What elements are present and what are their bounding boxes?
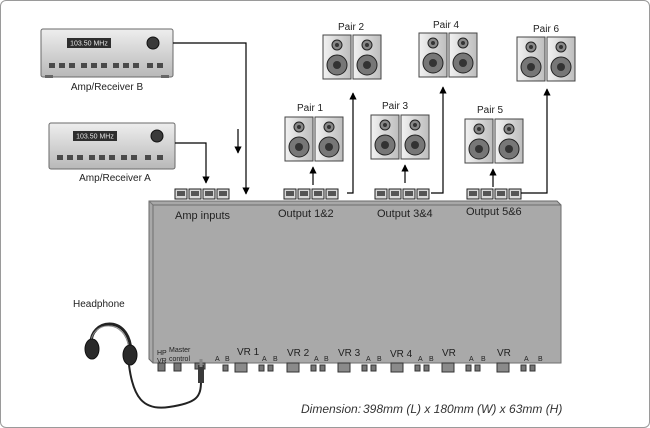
pair-4-label: Pair 4 — [433, 20, 460, 31]
vr4-label: VR 4 — [390, 349, 413, 360]
terminal-blocks — [174, 188, 522, 200]
speaker-pair-1-icon — [284, 116, 344, 162]
speaker-pair-3-icon — [370, 114, 430, 160]
switch-b-label: B — [481, 356, 486, 363]
speaker-pair-6-icon — [516, 36, 576, 82]
receiver-a-display: 103.50 MHz — [76, 134, 114, 141]
headphone-cable — [128, 364, 202, 409]
switch-a-label: A — [366, 356, 371, 363]
switch-a-label: A — [215, 356, 220, 363]
receiver-b-label: Amp/Receiver B — [71, 82, 144, 93]
vr6-label: VR — [497, 348, 511, 359]
headphone-plug-icon — [198, 359, 204, 383]
switch-b-label: B — [377, 356, 382, 363]
output-wires — [309, 86, 551, 194]
switch-a-label: A — [262, 356, 267, 363]
pair-2-label: Pair 2 — [338, 22, 365, 33]
speaker-pairs — [284, 32, 576, 164]
speaker-pair-4-icon — [418, 32, 478, 78]
vr3-label: VR 3 — [338, 348, 361, 359]
receiver-wires — [173, 42, 250, 195]
switch-b-label: B — [538, 356, 543, 363]
switch-a-label: A — [418, 356, 423, 363]
receiver-a: 103.50 MHz — [48, 122, 176, 170]
switch-a-label: A — [469, 356, 474, 363]
switch-b-label: B — [225, 356, 230, 363]
vr2-label: VR 2 — [287, 348, 310, 359]
speaker-pair-2-icon — [322, 34, 382, 80]
pair-6-label: Pair 6 — [533, 24, 560, 35]
dimension-value: 398mm (L) x 180mm (W) x 63mm (H) — [363, 402, 562, 416]
output-1-2-label: Output 1&2 — [278, 208, 334, 220]
pair-3-label: Pair 3 — [382, 101, 409, 112]
pair-1-label: Pair 1 — [297, 103, 324, 114]
switch-b-label: B — [324, 356, 329, 363]
switch-b-label: B — [429, 356, 434, 363]
speaker-switch-box — [148, 200, 562, 364]
output-5-6-label: Output 5&6 — [466, 206, 522, 218]
receiver-b: 103.50 MHz — [40, 28, 174, 78]
amp-inputs-label: Amp inputs — [175, 210, 231, 222]
switch-a-label: A — [524, 356, 529, 363]
headphone-label: Headphone — [73, 299, 125, 310]
pair-5-label: Pair 5 — [477, 105, 504, 116]
speaker-pair-5-icon — [464, 118, 524, 164]
receiver-b-display: 103.50 MHz — [70, 41, 108, 48]
master-label: Master — [169, 347, 191, 354]
switch-a-label: A — [314, 356, 319, 363]
headphone-icon — [84, 322, 138, 366]
front-panel-controls — [157, 362, 536, 373]
vr-label: VR — [157, 358, 167, 365]
hp-label: HP — [157, 350, 167, 357]
dimension-label: Dimension: — [301, 402, 361, 416]
vr5-label: VR — [442, 348, 456, 359]
control-label: control — [169, 356, 190, 363]
output-3-4-label: Output 3&4 — [377, 208, 433, 220]
receiver-a-label: Amp/Receiver A — [79, 173, 151, 184]
vr1-label: VR 1 — [237, 347, 260, 358]
switch-b-label: B — [273, 356, 278, 363]
